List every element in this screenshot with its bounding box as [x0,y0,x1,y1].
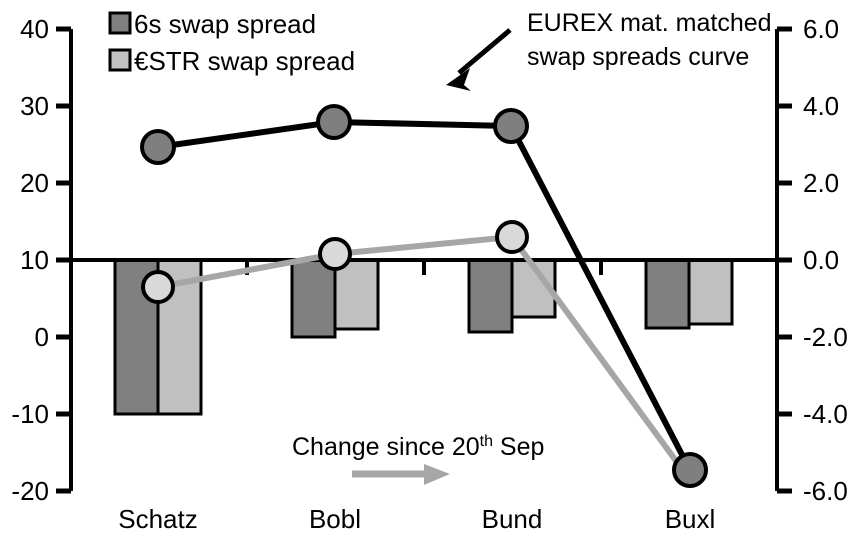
bar-buxl-estr [687,258,734,326]
marker-change-bobl [318,237,352,271]
legend-label-estr: €STR swap spread [134,46,355,76]
marker-change-schatz [141,270,175,304]
x-axis-category-labels: Schatz Bobl Bund Buxl [118,504,715,534]
change-since-text: Change since 20th Sep [292,433,544,461]
legend-swatch-6s [108,11,132,35]
marker-eurex-buxl [672,452,708,488]
legend: 6s swap spread €STR swap spread [108,9,355,76]
left-axis: 40 30 20 10 0 -10 -20 [11,14,73,506]
legend-item-estr[interactable]: €STR swap spread [108,46,355,76]
arrow-right-icon [352,464,450,485]
right-axis-tick-label: 2.0 [803,168,839,198]
legend-swatch-estr [108,48,132,72]
left-axis-tick-label: 0 [35,322,49,352]
marker-eurex-bund [493,108,529,144]
marker-eurex-schatz [140,129,176,165]
change-since-line-series [141,220,693,483]
right-axis-tick-label: 6.0 [803,14,839,44]
eurex-curve-line [155,119,693,473]
cat-label-bund: Bund [482,504,543,534]
callout-arrow-shaft [457,28,512,75]
legend-label-6s: 6s swap spread [134,9,316,39]
marker-change-bund [495,220,529,254]
eurex-curve-series [140,104,708,488]
change-since-superscript: th [480,433,493,450]
marker-eurex-bobl [316,104,352,140]
bar-bobl-estr [333,258,380,331]
left-axis-tick-label: 10 [20,245,49,275]
change-arrow-head [424,464,450,485]
callout-arrow-head [446,68,471,91]
eurex-callout: EUREX mat. matched swap spreads curve [446,9,772,91]
right-axis-tick-label: -2.0 [803,322,848,352]
eurex-callout-line2: swap spreads curve [527,43,749,71]
change-since-annotation: Change since 20th Sep [292,433,544,485]
right-axis-tick-label: 4.0 [803,91,839,121]
bar-bobl-6s [290,258,337,339]
arrow-down-left-icon [446,28,512,91]
zero-axis [69,258,779,275]
left-axis-tick-label: 40 [20,14,49,44]
legend-item-6s[interactable]: 6s swap spread [108,9,316,39]
left-axis-tick-label: -20 [11,476,49,506]
right-axis-tick-label: 0.0 [803,245,839,275]
left-axis-tick-label: 20 [20,168,49,198]
right-axis-tick-label: -6.0 [803,476,848,506]
left-axis-tick-label: 30 [20,91,49,121]
cat-label-buxl: Buxl [665,504,716,534]
change-since-prefix: Change since 20 [292,433,480,461]
left-axis-tick-label: -10 [11,399,49,429]
cat-label-bobl: Bobl [309,504,361,534]
eurex-callout-line1: EUREX mat. matched [527,9,772,37]
bar-bund-6s [467,258,514,334]
right-axis-tick-label: -4.0 [803,399,848,429]
change-since-suffix: Sep [493,433,544,461]
change-since-line [155,234,693,483]
cat-label-schatz: Schatz [118,504,198,534]
bar-buxl-6s [644,258,691,330]
